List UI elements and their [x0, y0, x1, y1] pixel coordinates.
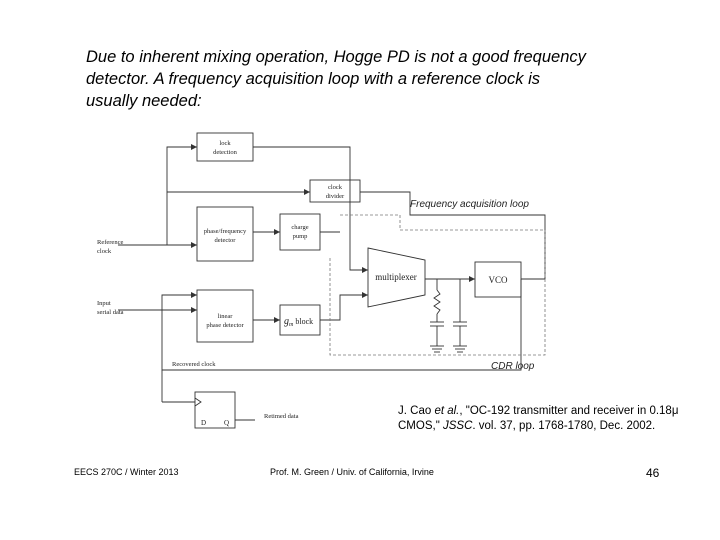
intro-line-2: detector. A frequency acquisition loop w… — [86, 70, 540, 88]
multiplexer-block — [367, 247, 426, 308]
charge-pump-label-1: charge — [291, 224, 308, 231]
linear-pd-label-1: linear — [218, 313, 234, 320]
lock-detection-label-2: detection — [213, 149, 238, 156]
citation: J. Cao et al., "OC-192 transmitter and r… — [398, 404, 678, 434]
intro-line-3: usually needed: — [86, 92, 202, 110]
clock-divider-label-1: clock — [328, 184, 343, 191]
retimed-data-label: Retimed data — [264, 413, 299, 420]
clock-divider-label-2: divider — [326, 193, 345, 200]
retiming-flip-flop — [194, 391, 236, 429]
lock-detection-block — [196, 132, 254, 162]
citation-line-1: J. Cao et al., "OC-192 transmitter and r… — [398, 405, 679, 417]
input-serial-data-label-1: Input — [97, 300, 111, 307]
footer-course: EECS 270C / Winter 2013 — [74, 467, 179, 477]
cdr-loop-label: CDR loop — [491, 361, 535, 372]
phase-frequency-detector-block — [196, 206, 254, 262]
reference-clock-label-2: clock — [97, 248, 112, 255]
linear-pd-label-2: phase detector — [206, 322, 244, 329]
intro-line-1: Due to inherent mixing operation, Hogge … — [86, 48, 586, 66]
frequency-loop-boundary — [340, 214, 545, 231]
dff-q-label: Q — [224, 419, 229, 427]
intro-text: Due to inherent mixing operation, Hogge … — [86, 46, 666, 112]
frequency-loop-label: Frequency acquisition loop — [410, 199, 529, 210]
dff-d-label: D — [201, 419, 206, 427]
linear-phase-detector-block — [196, 289, 254, 343]
multiplexer-label: multiplexer — [375, 272, 417, 282]
vco-label: VCO — [488, 275, 508, 285]
charge-pump-label-2: pump — [293, 233, 308, 240]
charge-pump-block — [279, 213, 321, 251]
page-number: 46 — [646, 466, 660, 480]
lock-detection-label-1: lock — [219, 140, 231, 147]
pfd-label-2: detector — [215, 237, 237, 244]
reference-clock-label-1: Reference — [97, 239, 123, 246]
pfd-label-1: phase/frequency — [204, 228, 247, 235]
citation-line-2: CMOS," JSSC. vol. 37, pp. 1768-1780, Dec… — [398, 420, 656, 432]
recovered-clock-label: Recovered clock — [172, 361, 216, 368]
footer-author: Prof. M. Green / Univ. of California, Ir… — [270, 467, 434, 477]
clock-divider-block — [309, 179, 361, 203]
input-serial-data-label-2: serial data — [97, 309, 124, 316]
